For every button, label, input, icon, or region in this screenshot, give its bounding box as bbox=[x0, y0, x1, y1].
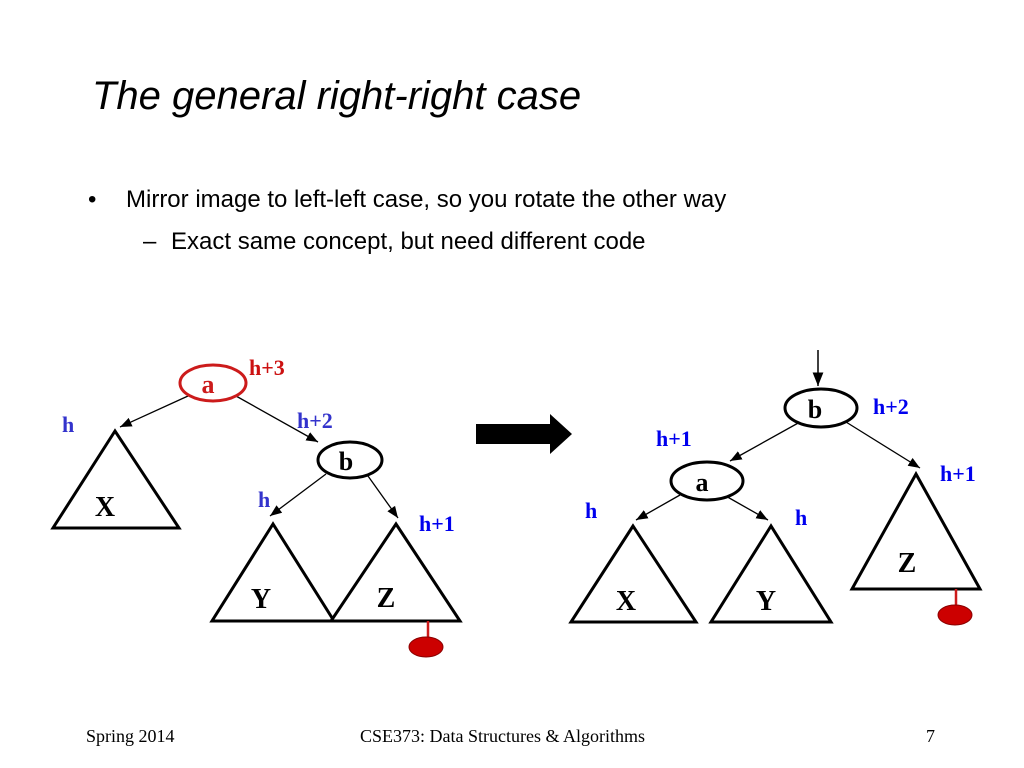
height-x-label: h bbox=[585, 498, 597, 523]
height-z-label: h+1 bbox=[940, 461, 976, 486]
node-b bbox=[316, 440, 384, 480]
height-y-label: h bbox=[258, 487, 270, 512]
subtree-x-label: X bbox=[95, 492, 115, 523]
footer-date: Spring 2014 bbox=[86, 726, 175, 746]
node-a-label: a bbox=[696, 468, 709, 497]
subtree-z-triangle bbox=[328, 521, 463, 623]
height-b-label: h+2 bbox=[297, 408, 333, 433]
transform-arrow-icon bbox=[476, 414, 572, 454]
sub-bullet-dash: – bbox=[143, 228, 157, 255]
edge-a-x bbox=[119, 395, 189, 428]
height-y-label: h bbox=[795, 505, 807, 530]
slide-title: The general right-right case bbox=[92, 74, 582, 118]
before-tree: a b X Y Z h+3 h h+2 h h+1 bbox=[50, 355, 463, 658]
footer-course: CSE373: Data Structures & Algorithms bbox=[360, 726, 645, 746]
edge-a-x bbox=[635, 494, 681, 521]
sub-bullet-text: Exact same concept, but need different c… bbox=[171, 228, 646, 255]
subtree-y-triangle bbox=[209, 521, 337, 623]
node-a-unbalanced bbox=[178, 363, 248, 403]
subtree-x-triangle bbox=[568, 523, 699, 624]
bullet-text: Mirror image to left-left case, so you r… bbox=[126, 186, 727, 213]
inserted-node bbox=[408, 636, 444, 658]
subtree-z-label: Z bbox=[898, 548, 917, 579]
sub-bullet-item: –Exact same concept, but need different … bbox=[143, 228, 646, 256]
subtree-y-triangle bbox=[708, 523, 834, 624]
after-tree: b a Z X Y h+2 h+1 h+1 h h bbox=[568, 350, 983, 626]
bullet-item: • Mirror image to left-left case, so you … bbox=[88, 186, 726, 214]
subtree-x-label: X bbox=[616, 586, 636, 617]
bullet-dot: • bbox=[88, 186, 97, 213]
height-z-label: h+1 bbox=[419, 511, 455, 536]
height-a-label: h+3 bbox=[249, 355, 285, 380]
footer-page-number: 7 bbox=[926, 726, 935, 746]
edge-a-b bbox=[235, 395, 319, 443]
edge-b-z bbox=[367, 475, 399, 519]
edge-b-z bbox=[845, 421, 921, 469]
subtree-z-label: Z bbox=[377, 583, 396, 614]
height-a-label: h+1 bbox=[656, 426, 692, 451]
height-b-label: h+2 bbox=[873, 394, 909, 419]
node-b-label: b bbox=[808, 395, 822, 424]
subtree-y-label: Y bbox=[756, 586, 776, 617]
edge-a-y bbox=[723, 494, 769, 521]
subtree-z-triangle bbox=[849, 470, 983, 591]
node-b bbox=[783, 387, 859, 429]
node-b-label: b bbox=[339, 447, 353, 476]
inserted-node bbox=[937, 604, 973, 626]
subtree-y-label: Y bbox=[251, 584, 271, 615]
height-x-label: h bbox=[62, 412, 74, 437]
node-a-label: a bbox=[202, 370, 215, 399]
edge-b-y bbox=[269, 473, 327, 517]
edge-b-a bbox=[729, 421, 801, 462]
subtree-x-triangle bbox=[50, 428, 182, 530]
node-a bbox=[669, 460, 745, 502]
